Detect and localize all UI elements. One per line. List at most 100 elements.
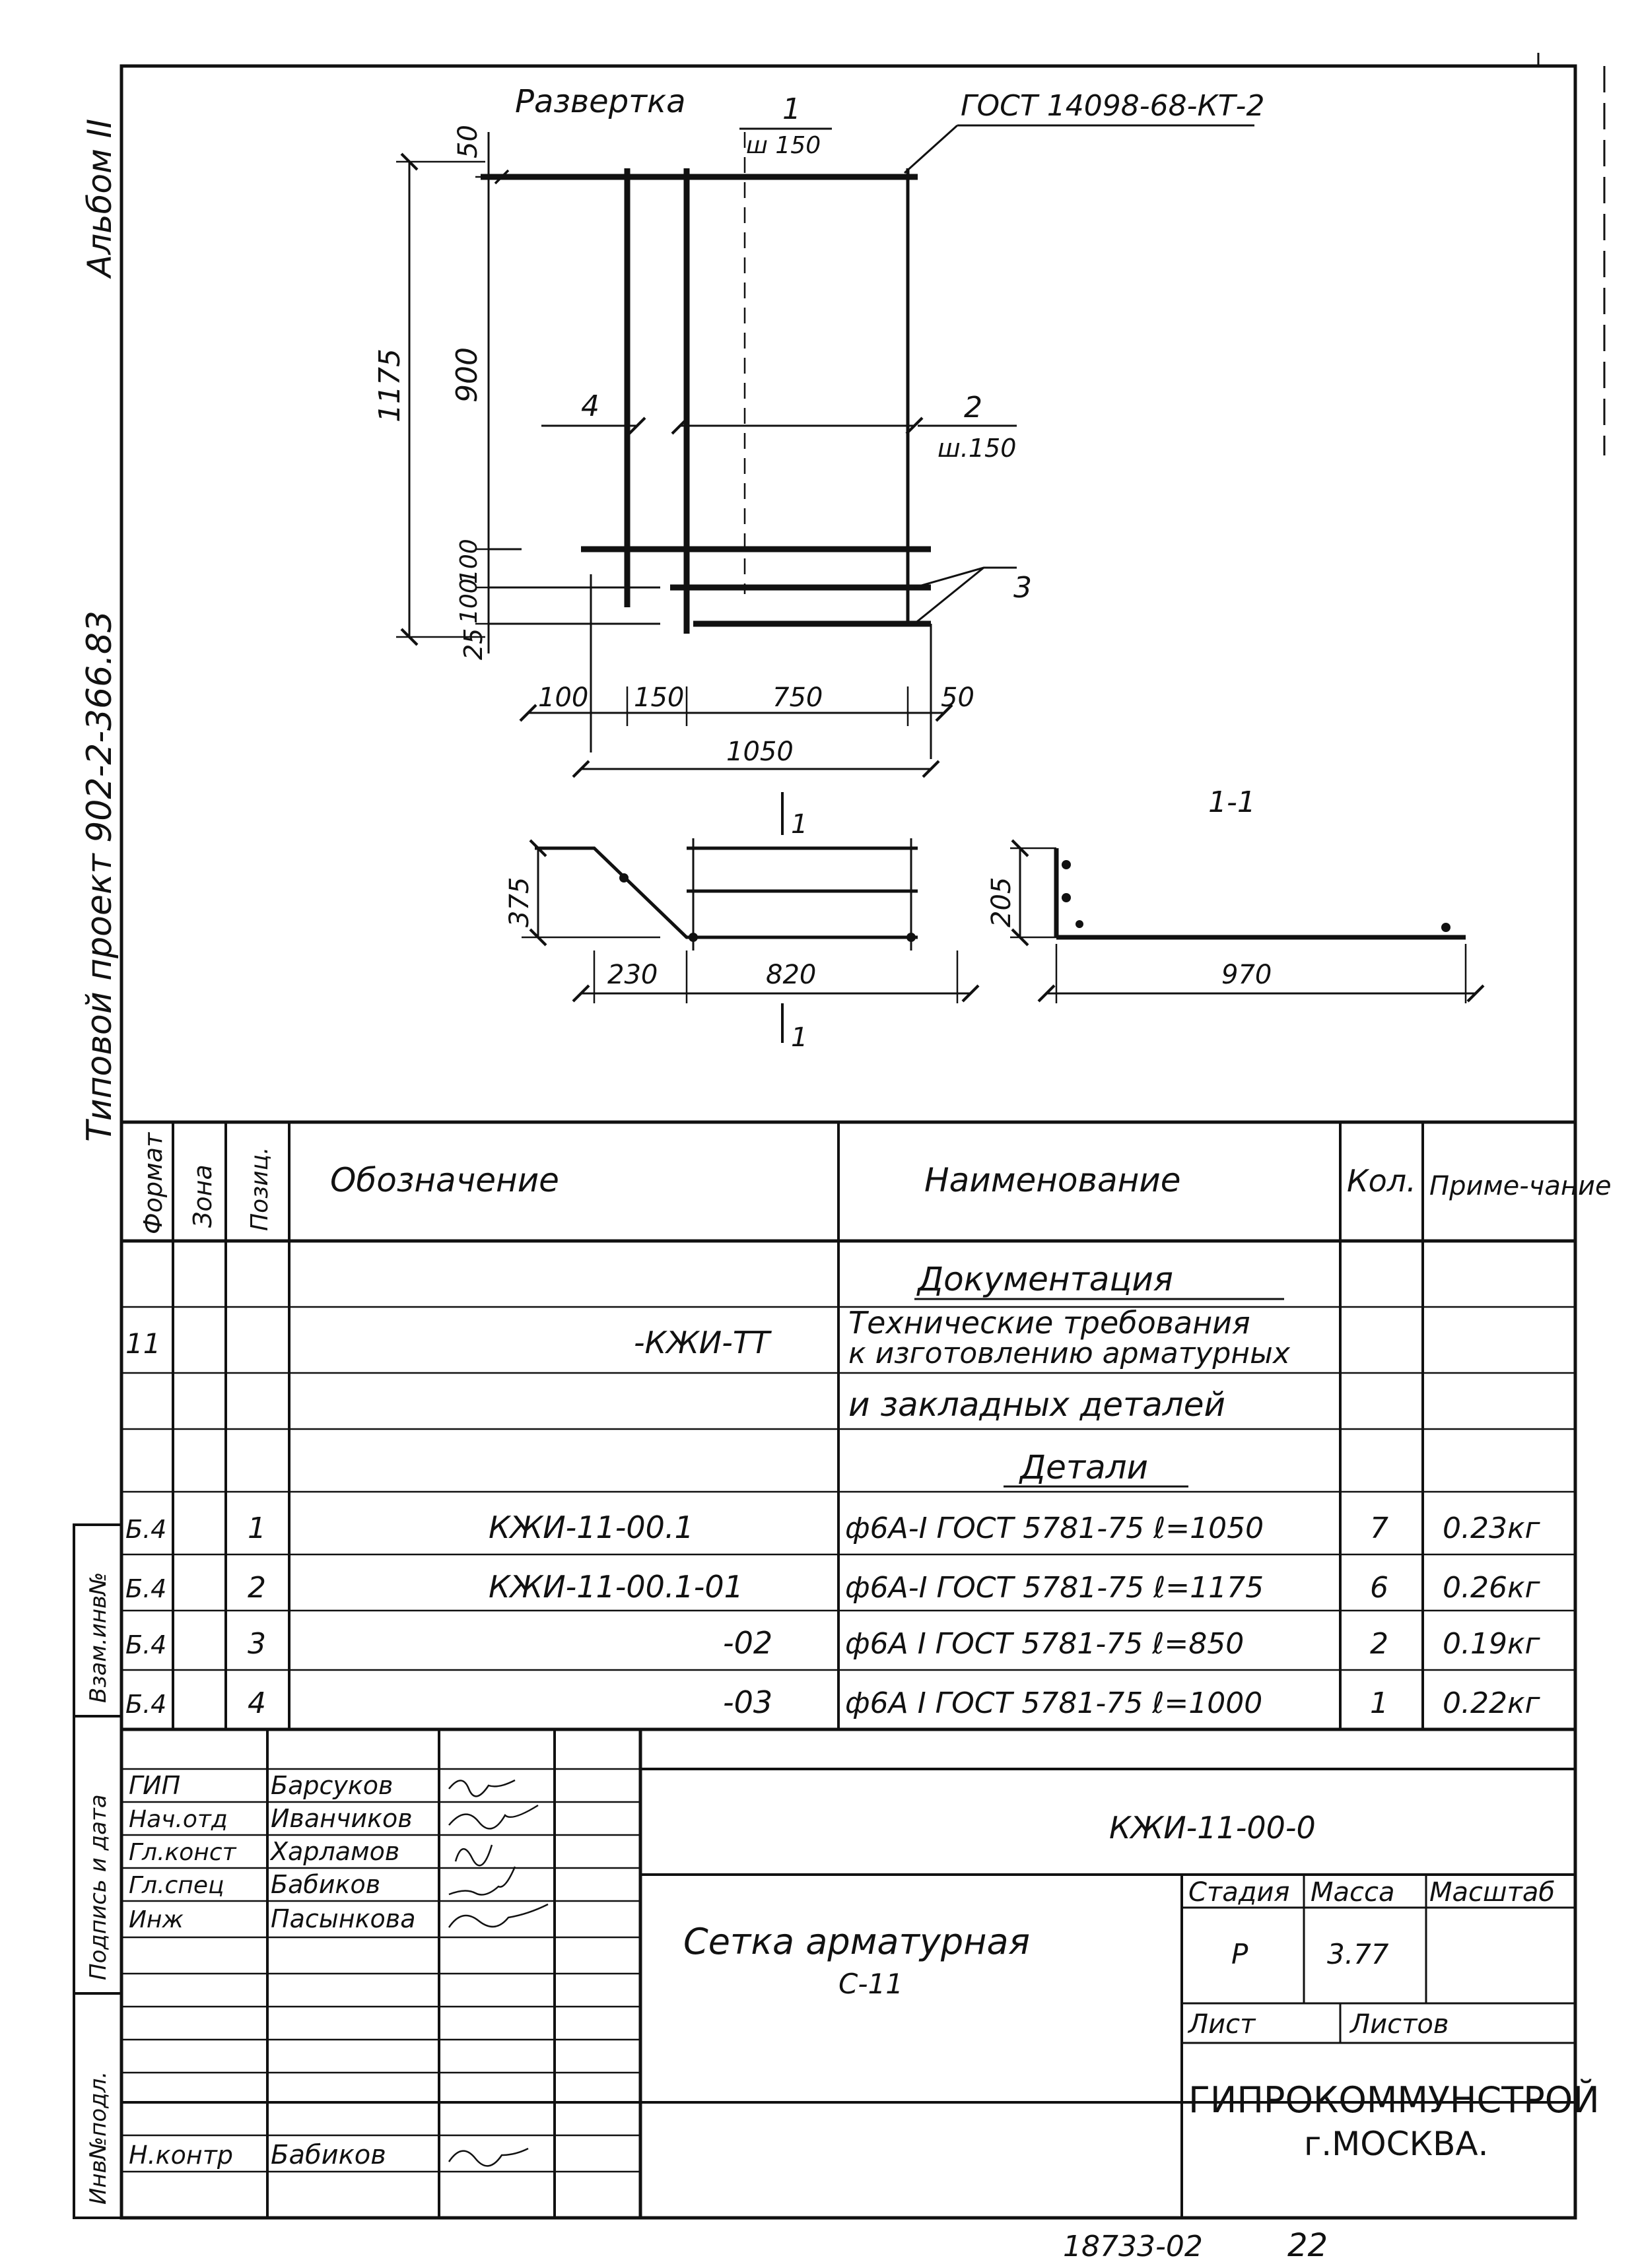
row4-pos: 4 (248, 1686, 266, 1720)
row1-designation: КЖИ-11-00.1 (489, 1510, 694, 1545)
row1-format: Б.4 (125, 1515, 166, 1544)
dim-v-50: 50 (453, 125, 483, 158)
dim-h-1050: 1050 (726, 737, 794, 767)
doc-row-name-1: Технические требования (848, 1305, 1250, 1341)
mark-2-pos: 2 (964, 391, 982, 424)
scale-label: Масштаб (1429, 1877, 1555, 1908)
sheet-label: Лист (1187, 2009, 1256, 2040)
role-head: Нач.отд (129, 1806, 228, 1833)
section-marker-bottom: 1 (791, 1022, 807, 1053)
stamp-label-signature: Подпись и дата (85, 1794, 112, 1980)
section-parts: Детали (1019, 1448, 1148, 1486)
doc-row-designation: -КЖИ-ТТ (634, 1325, 772, 1360)
hdr-designation: Обозначение (330, 1161, 559, 1199)
stamp-label-inventory: Инв№подл. (85, 2071, 112, 2205)
spec-table: Формат Зона Позиц. Обозначение Наименова… (121, 1120, 1612, 1731)
row1-name: ф6А-I ГОСТ 5781-75 ℓ=1050 (845, 1512, 1264, 1545)
mark-1-step: ш 150 (746, 132, 821, 159)
mark-2-step: ш.150 (938, 434, 1016, 463)
role-engineer: Инж (129, 1906, 184, 1933)
row2-designation: КЖИ-11-00.1-01 (489, 1569, 743, 1605)
dim-h-50: 50 (941, 683, 974, 713)
row3-pos: 3 (248, 1627, 266, 1661)
row4-name: ф6А I ГОСТ 5781-75 ℓ=1000 (845, 1686, 1262, 1720)
hdr-note: Приме-чание (1429, 1171, 1612, 1201)
mark-1-pos: 1 (782, 92, 801, 126)
role-chief-des: Гл.конст (129, 1839, 237, 1866)
hdr-qty: Кол. (1347, 1163, 1416, 1199)
row2-pos: 2 (248, 1571, 266, 1605)
row3-note: 0.19кг (1443, 1627, 1541, 1661)
mark-4-pos: 4 (581, 389, 599, 423)
stamp-label-replace: Взам.инв№ (85, 1572, 112, 1703)
sheets-label: Листов (1349, 2009, 1449, 2040)
role-chief-spec: Гл.спец (129, 1872, 224, 1899)
row3-name: ф6А I ГОСТ 5781-75 ℓ=850 (845, 1627, 1244, 1661)
row3-designation: -02 (723, 1625, 772, 1661)
row4-designation: -03 (723, 1684, 772, 1720)
row2-note: 0.26кг (1443, 1571, 1541, 1605)
name-chief-des: Харламов (269, 1837, 399, 1866)
org-name: ГИПРОКОММУНСТРОЙ (1188, 2079, 1600, 2121)
drawing-title: Развертка (515, 83, 686, 120)
gost-callout: ГОСТ 14098-68-КТ-2 (961, 89, 1264, 123)
row3-qty: 2 (1370, 1627, 1388, 1661)
name-head: Иванчиков (271, 1804, 413, 1833)
doc-row-name-3: и закладных деталей (848, 1385, 1225, 1424)
role-gip: ГИП (129, 1771, 180, 1800)
section-docs: Документация (916, 1260, 1173, 1298)
section-left: 375 230 820 1 (504, 838, 980, 1053)
stage-label: Стадия (1188, 1877, 1289, 1908)
hdr-format: Формат (139, 1131, 168, 1234)
dim-h-750: 750 (772, 683, 823, 713)
name-norm-ctrl: Бабиков (271, 2140, 386, 2170)
dim-section-970: 970 (1221, 960, 1272, 990)
plan-drawing: Развертка ГОСТ 14098-68-КТ-2 1 ш 150 2 ш… (373, 83, 1264, 840)
dim-v-100b: 100 (456, 578, 483, 624)
margin-stamp-strip: Инв№подл. Подпись и дата Взам.инв№ (73, 1523, 123, 2219)
section-right: 1-1 205 970 (986, 785, 1485, 1003)
hdr-pos: Позиц. (246, 1147, 273, 1231)
project-label: Типовой проект 902-2-366.83 (80, 611, 119, 1142)
dim-v-25: 25 (459, 628, 488, 660)
row2-name: ф6А-I ГОСТ 5781-75 ℓ=1175 (845, 1571, 1264, 1605)
dim-section-375: 375 (504, 877, 535, 927)
hdr-zone: Зона (188, 1164, 217, 1228)
stage-value: Р (1231, 1938, 1248, 1970)
dim-h-100: 100 (538, 683, 588, 713)
album-label: Альбом II (81, 119, 119, 279)
item-name: Сетка арматурная (683, 1921, 1030, 1962)
mass-label: Масса (1311, 1877, 1395, 1908)
item-sub: С-11 (838, 1968, 903, 2000)
name-chief-spec: Бабиков (271, 1870, 380, 1899)
signatures (448, 1779, 549, 2167)
dim-v-100a: 100 (456, 539, 483, 584)
row1-pos: 1 (248, 1512, 266, 1545)
dim-section-230: 230 (607, 960, 658, 990)
dim-section-205: 205 (986, 877, 1017, 927)
name-gip: Барсуков (271, 1771, 393, 1800)
title-block: ГИП Барсуков Нач.отд Иванчиков Гл.конст … (121, 1729, 1600, 2218)
outer-frame (119, 64, 1577, 2220)
footer-number: 18733-02 (1063, 2230, 1203, 2263)
row4-format: Б.4 (125, 1690, 166, 1719)
role-norm-ctrl: Н.контр (129, 2141, 233, 2170)
row4-note: 0.22кг (1443, 1686, 1541, 1720)
row1-qty: 7 (1370, 1512, 1388, 1545)
mass-value: 3.77 (1327, 1938, 1389, 1970)
name-engineer: Пасынкова (271, 1904, 415, 1933)
org-city: г.МОСКВА. (1304, 2125, 1488, 2163)
row2-qty: 6 (1370, 1571, 1388, 1605)
row3-format: Б.4 (125, 1630, 166, 1659)
mark-3-pos: 3 (1013, 571, 1032, 605)
doc-row-format: 11 (125, 1327, 160, 1360)
hdr-name: Наименование (924, 1161, 1181, 1199)
section-label: 1-1 (1208, 785, 1256, 819)
dim-v-1175: 1175 (373, 349, 407, 422)
doc-code: КЖИ-11-00-0 (1109, 1810, 1316, 1846)
footer-page: 22 (1287, 2227, 1328, 2264)
dim-section-820: 820 (766, 960, 816, 990)
section-marker-top: 1 (791, 809, 807, 840)
dim-h-150: 150 (634, 683, 684, 713)
